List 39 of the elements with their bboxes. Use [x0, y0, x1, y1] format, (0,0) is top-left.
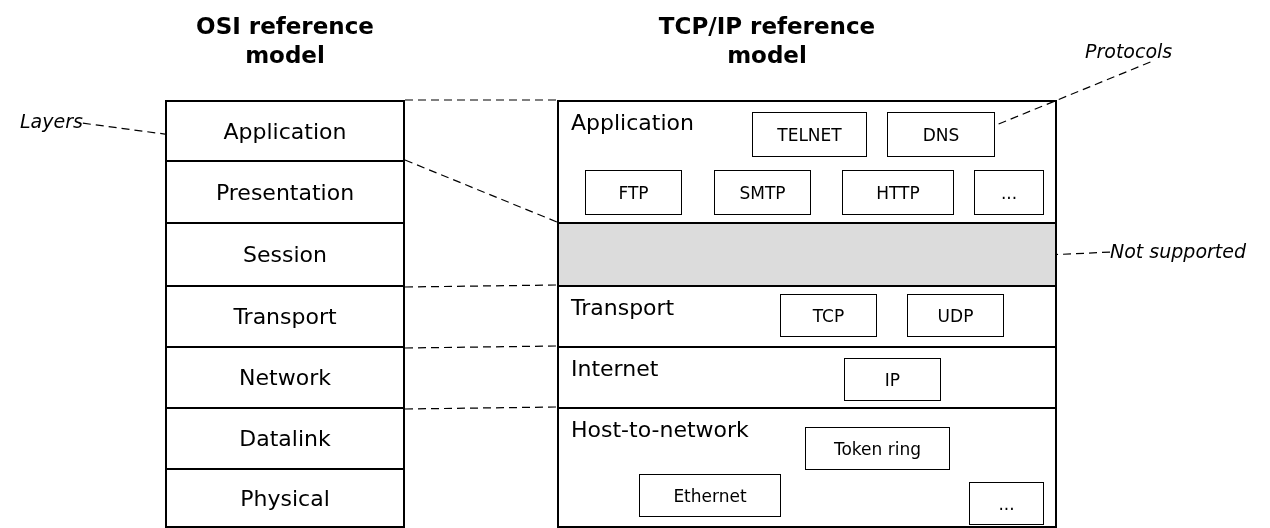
correspondence-line — [404, 284, 558, 288]
protocol-box: HTTP — [842, 170, 954, 215]
protocol-box: ... — [974, 170, 1044, 215]
layer-box: Presentation — [165, 160, 405, 224]
column-heading: TCP/IP reference model — [657, 12, 877, 70]
correspondence-line — [404, 99, 558, 101]
annotation-label: Protocols — [1085, 40, 1173, 62]
annotation-label: Not supported — [1110, 240, 1247, 262]
protocol-box: FTP — [585, 170, 682, 215]
layer-box — [557, 100, 1057, 224]
layer-name: Application — [571, 110, 694, 135]
layer-name: Host-to-network — [571, 417, 749, 442]
protocol-box: DNS — [887, 112, 995, 157]
layer-box: Physical — [165, 468, 405, 528]
layer-box — [557, 407, 1057, 528]
annotation-label: Layers — [20, 110, 83, 132]
layer-name: Transport — [571, 295, 675, 320]
correspondence-line — [404, 406, 558, 410]
protocol-box: ... — [969, 482, 1044, 525]
protocol-box: Ethernet — [639, 474, 781, 517]
layer-name: Internet — [571, 356, 659, 381]
protocol-box: TELNET — [752, 112, 867, 157]
layer-box: Datalink — [165, 407, 405, 470]
unsupported-band — [557, 222, 1057, 287]
column-heading: OSI reference model — [195, 12, 375, 70]
protocol-box: SMTP — [714, 170, 811, 215]
layer-box: Session — [165, 222, 405, 287]
layer-box — [557, 285, 1057, 348]
layer-box: Transport — [165, 285, 405, 348]
leader-line — [82, 122, 166, 135]
correspondence-line — [404, 345, 558, 349]
protocol-box: UDP — [907, 294, 1004, 337]
correspondence-line — [404, 159, 558, 223]
layer-box — [557, 346, 1057, 409]
protocol-box: IP — [844, 358, 941, 401]
layer-box: Network — [165, 346, 405, 409]
protocol-box: TCP — [780, 294, 877, 337]
protocol-box: Token ring — [805, 427, 950, 470]
layer-box: Application — [165, 100, 405, 162]
